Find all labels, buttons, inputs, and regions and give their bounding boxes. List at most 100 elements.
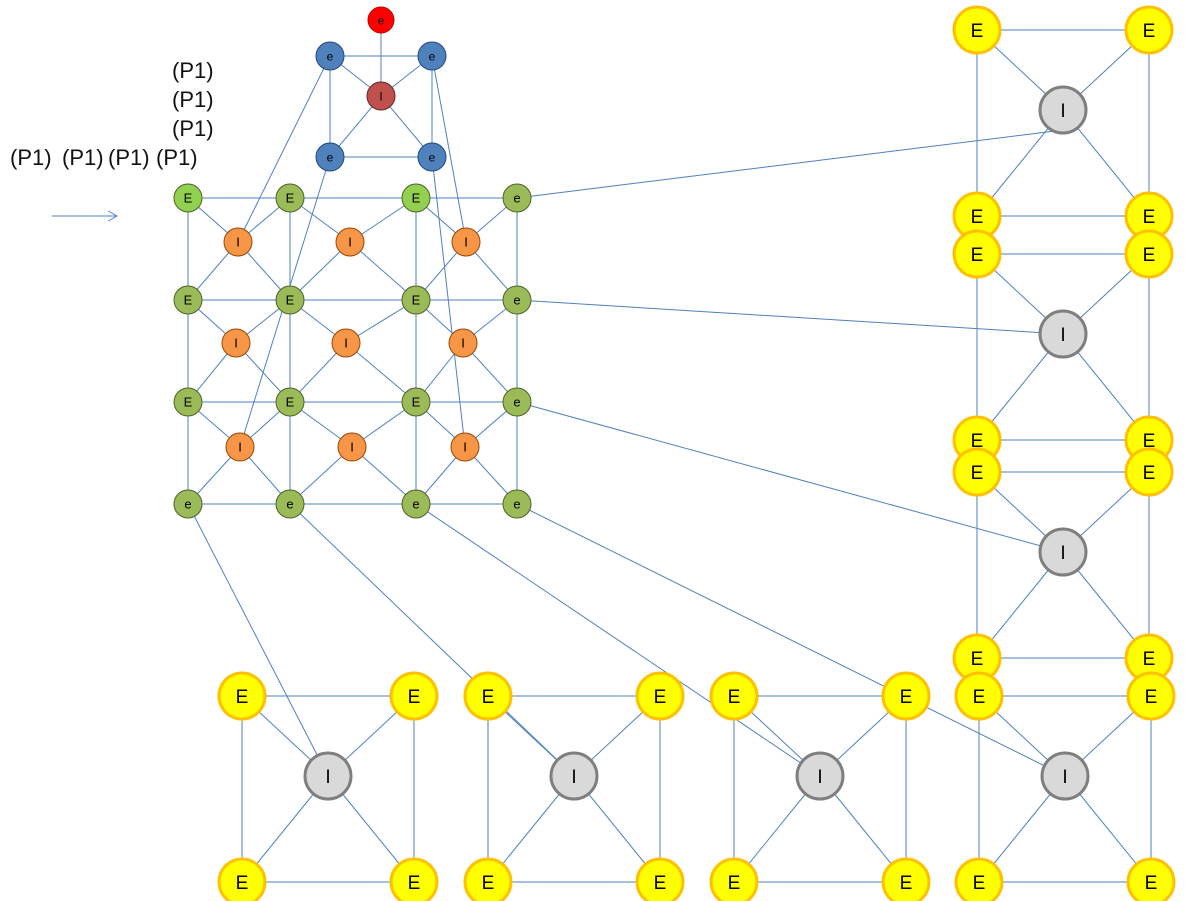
square-corner-node: E [881,671,931,721]
node-label: I [348,235,352,250]
grid-node: e [173,489,203,519]
square-corner-node: E [1126,857,1176,901]
link-edge [431,55,467,243]
link-edge [431,156,466,448]
grid-node: e [502,183,532,213]
grid-node: E [173,285,203,315]
interior-node: I [331,328,361,358]
interior-node: I [450,432,480,462]
top-node: e [417,41,447,71]
node-label: E [286,395,295,410]
node-label: e [513,191,520,206]
node-label: I [463,440,467,455]
node-label: e [286,497,293,512]
node-label: E [1145,873,1158,894]
node-label: E [900,873,913,894]
grid-node: E [401,387,431,417]
arrow-head-icon [107,210,119,222]
node-label: E [408,687,421,708]
square-corner-node: E [954,671,1004,721]
node-label: I [571,767,576,788]
node-label: e [513,293,520,308]
node-label: E [184,191,193,206]
node-label: E [971,21,984,42]
node-label: I [817,767,822,788]
square-corner-node: E [635,857,685,901]
grid-node: e [502,285,532,315]
node-label: e [378,13,385,27]
node-label: E [412,395,421,410]
link-edge [415,503,821,777]
node-label: e [429,49,436,63]
node-label: E [408,873,421,894]
node-label: I [1060,325,1065,346]
grid-node: E [275,387,305,417]
interior-node: I [448,328,478,358]
link-edge [237,55,331,243]
interior-edge [345,342,417,403]
link-edge [187,503,329,777]
node-label: I [1060,101,1065,122]
node-label: I [344,336,348,351]
node-label: E [1143,207,1156,228]
square-center-node: I [1038,85,1088,135]
p1-label: (P1) [10,145,52,170]
top-node: e [367,6,395,34]
grid-node: e [502,387,532,417]
p1-label: (P1) [172,116,214,141]
node-label: E [1143,649,1156,670]
square-corner-node: E [954,857,1004,901]
interior-node: I [221,328,251,358]
top-node: e [417,142,447,172]
grid-node: e [275,489,305,519]
square-corner-node: E [952,447,1002,497]
square-corner-node: E [217,857,267,901]
node-label: I [236,235,240,250]
node-label: I [325,767,330,788]
square-center-node: I [549,751,599,801]
square-corner-node: E [463,857,513,901]
node-label: E [971,245,984,266]
node-label: e [513,497,520,512]
square-corner-node: E [389,671,439,721]
node-label: E [1143,21,1156,42]
link-edge [516,299,1064,335]
p1-label: (P1) [108,145,150,170]
node-label: E [1143,463,1156,484]
square-corner-node: E [389,857,439,901]
grid-node: E [401,183,431,213]
square-corner-node: E [1124,229,1174,279]
node-label: e [513,395,520,410]
node-label: I [350,440,354,455]
square-corner-node: E [635,671,685,721]
interior-node: I [337,432,367,462]
p1-label: (P1) [62,145,104,170]
node-label: E [184,293,193,308]
p1-label: (P1) [172,58,214,83]
node-label: e [184,497,191,512]
node-label: I [464,235,468,250]
p1-label: (P1) [172,87,214,112]
node-label: E [973,687,986,708]
square-center-node: I [1038,527,1088,577]
node-label: E [971,463,984,484]
square-corner-node: E [1124,5,1174,55]
node-label: E [971,649,984,670]
node-label: E [654,873,667,894]
node-label: E [184,395,193,410]
interior-edge [349,241,417,301]
link-edge [516,503,1066,777]
top-center-node: I [366,81,396,111]
node-label: E [482,873,495,894]
node-label: E [1143,431,1156,452]
node-label: E [973,873,986,894]
top-node: e [315,142,345,172]
node-label: E [654,687,667,708]
grid-node: E [275,183,305,213]
square-center-node: I [795,751,845,801]
square-center-node: I [1038,309,1088,359]
square-corner-node: E [463,671,513,721]
square-corner-node: E [881,857,931,901]
